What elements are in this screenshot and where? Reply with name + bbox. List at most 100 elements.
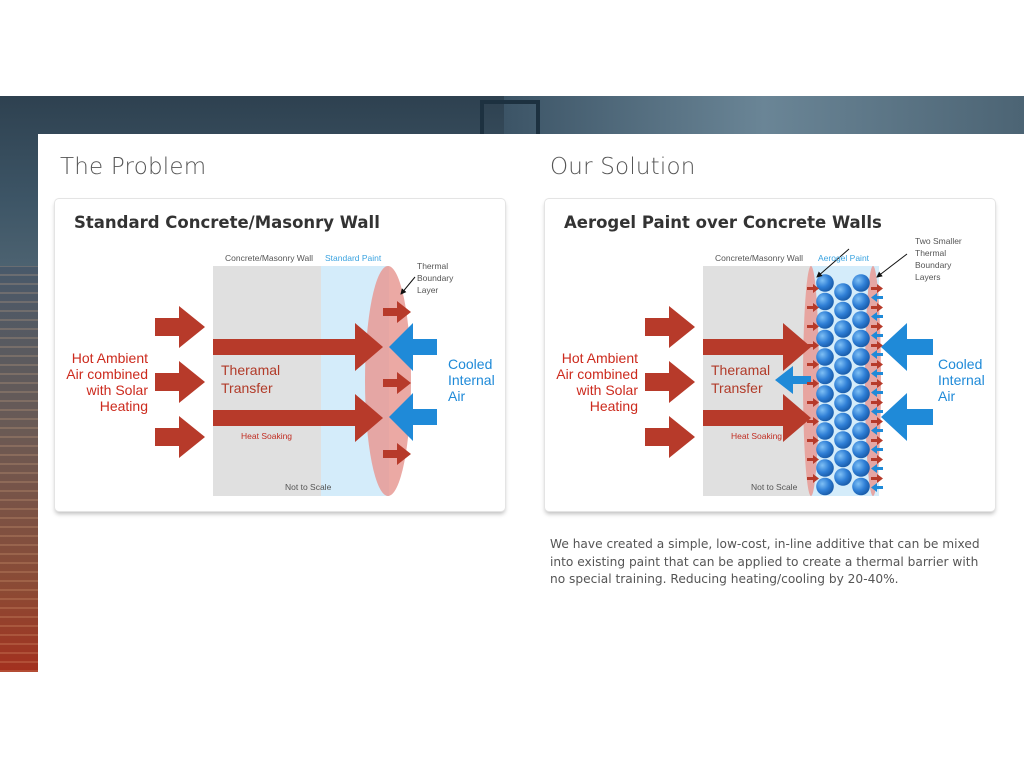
hot-label-line3: with Solar [576, 382, 639, 398]
hot-arrow [645, 361, 695, 403]
solution-heading: Our Solution [550, 154, 696, 180]
aerogel-bead [816, 311, 834, 329]
small-heat-arrow [807, 360, 819, 369]
boundary-label-line2: Boundary [417, 273, 454, 283]
cooled-label-line1: Cooled [938, 356, 982, 372]
small-heat-arrow [871, 322, 883, 331]
aerogel-bead [834, 449, 852, 468]
hot-arrow [155, 416, 205, 458]
aerogel-bead [816, 403, 834, 422]
small-cool-arrow [871, 331, 883, 340]
paint-label: Standard Paint [325, 253, 382, 263]
small-heat-arrow [871, 474, 883, 483]
aerogel-bead [816, 422, 834, 440]
small-heat-arrow [807, 436, 819, 445]
hot-label-line4: Heating [100, 398, 148, 414]
boundary-heat-arrow [383, 372, 411, 394]
aerogel-bead [816, 274, 834, 292]
aerogel-bead [834, 320, 852, 338]
aerogel-bead [834, 357, 852, 375]
problem-diagram-panel: Standard Concrete/Masonry Wall [55, 199, 505, 511]
sky [504, 96, 1024, 136]
cooled-label-line2: Internal [938, 372, 985, 388]
aerogel-bead [834, 338, 852, 357]
small-heat-arrow [807, 398, 819, 407]
boundary-leader-line [816, 248, 850, 278]
small-cool-arrow [871, 426, 883, 435]
small-heat-arrow [871, 379, 883, 388]
aerogel-bead [816, 440, 834, 459]
scale-note: Not to Scale [285, 482, 332, 492]
hot-label-line4: Heating [590, 398, 638, 414]
small-heat-arrow [807, 341, 819, 350]
thermal-transfer-arrow [703, 323, 811, 371]
small-cool-arrow [871, 464, 883, 473]
small-cool-arrow [871, 407, 883, 416]
aerogel-bead [816, 477, 834, 496]
boundary-label-line1: Two Smaller [915, 236, 962, 246]
cooled-label-line1: Cooled [448, 356, 492, 372]
concrete-wall [213, 266, 321, 496]
solution-diagram-panel: Aerogel Paint over Concrete Walls [545, 199, 995, 511]
aerogel-bead [852, 366, 870, 385]
thermal-transfer-arrow [213, 394, 383, 442]
small-heat-arrow [807, 455, 819, 464]
aerogel-bead [852, 329, 870, 348]
aerogel-bead [816, 385, 834, 403]
boundary-label-line3: Layer [417, 285, 438, 295]
small-heat-arrow [871, 436, 883, 445]
boundary-label-line4: Layers [915, 272, 941, 282]
boundary-small-arrows [807, 284, 883, 492]
aerogel-bead [834, 468, 852, 486]
small-heat-arrow [871, 360, 883, 369]
solution-diagram: Concrete/Masonry Wall Aerogel Paint Two … [556, 236, 985, 496]
small-cool-arrow [871, 445, 883, 454]
small-heat-arrow [871, 284, 883, 293]
small-cool-arrow [871, 350, 883, 359]
aerogel-bead [834, 283, 852, 301]
cool-arrow [881, 393, 933, 441]
solution-diagram-title: Aerogel Paint over Concrete Walls [564, 213, 882, 232]
slide-content: The Problem Our Solution Standard Concre… [38, 134, 1024, 672]
aerogel-bead [816, 459, 834, 477]
heat-soaking-label: Heat Soaking [241, 431, 292, 441]
cool-arrow [881, 323, 933, 371]
aerogel-bead [852, 348, 870, 366]
small-heat-arrow [871, 303, 883, 312]
wall-label: Concrete/Masonry Wall [225, 253, 313, 263]
hot-label-line2: Air combined [556, 366, 638, 382]
small-cool-arrow [871, 388, 883, 397]
boundary-heat-arrow [383, 443, 411, 465]
problem-heading: The Problem [60, 154, 207, 180]
hot-label-line3: with Solar [86, 382, 149, 398]
small-cool-arrow [871, 293, 883, 302]
hot-label-line1: Hot Ambient [562, 350, 638, 366]
hot-arrow [155, 361, 205, 403]
transfer-label-line1: Theramal [221, 362, 280, 378]
solution-description: We have created a simple, low-cost, in-l… [550, 537, 980, 586]
aerogel-bead [834, 375, 852, 394]
aerogel-bead [816, 348, 834, 366]
aerogel-bead [852, 403, 870, 422]
boundary-label-line3: Boundary [915, 260, 952, 270]
aerogel-bead [852, 477, 870, 496]
small-cool-arrow [871, 369, 883, 378]
aerogel-bead [852, 459, 870, 477]
small-cool-arrow [871, 312, 883, 321]
problem-diagram: Concrete/Masonry Wall Standard Paint The… [66, 253, 495, 496]
small-heat-arrow [807, 303, 819, 312]
small-heat-arrow [807, 417, 819, 426]
hot-arrow [155, 306, 205, 348]
aerogel-bead [816, 366, 834, 385]
boundary-leader-line [876, 253, 908, 278]
small-heat-arrow [807, 284, 819, 293]
transfer-label-line2: Transfer [221, 380, 273, 396]
aerogel-beads [816, 274, 870, 496]
boundary-label-line1: Thermal [417, 261, 448, 271]
aerogel-bead [834, 412, 852, 431]
cooled-label-line3: Air [448, 388, 465, 404]
hot-arrow [645, 416, 695, 458]
aerogel-bead [834, 301, 852, 320]
city-buildings [0, 266, 40, 672]
transfer-label-line1: Theramal [711, 362, 770, 378]
